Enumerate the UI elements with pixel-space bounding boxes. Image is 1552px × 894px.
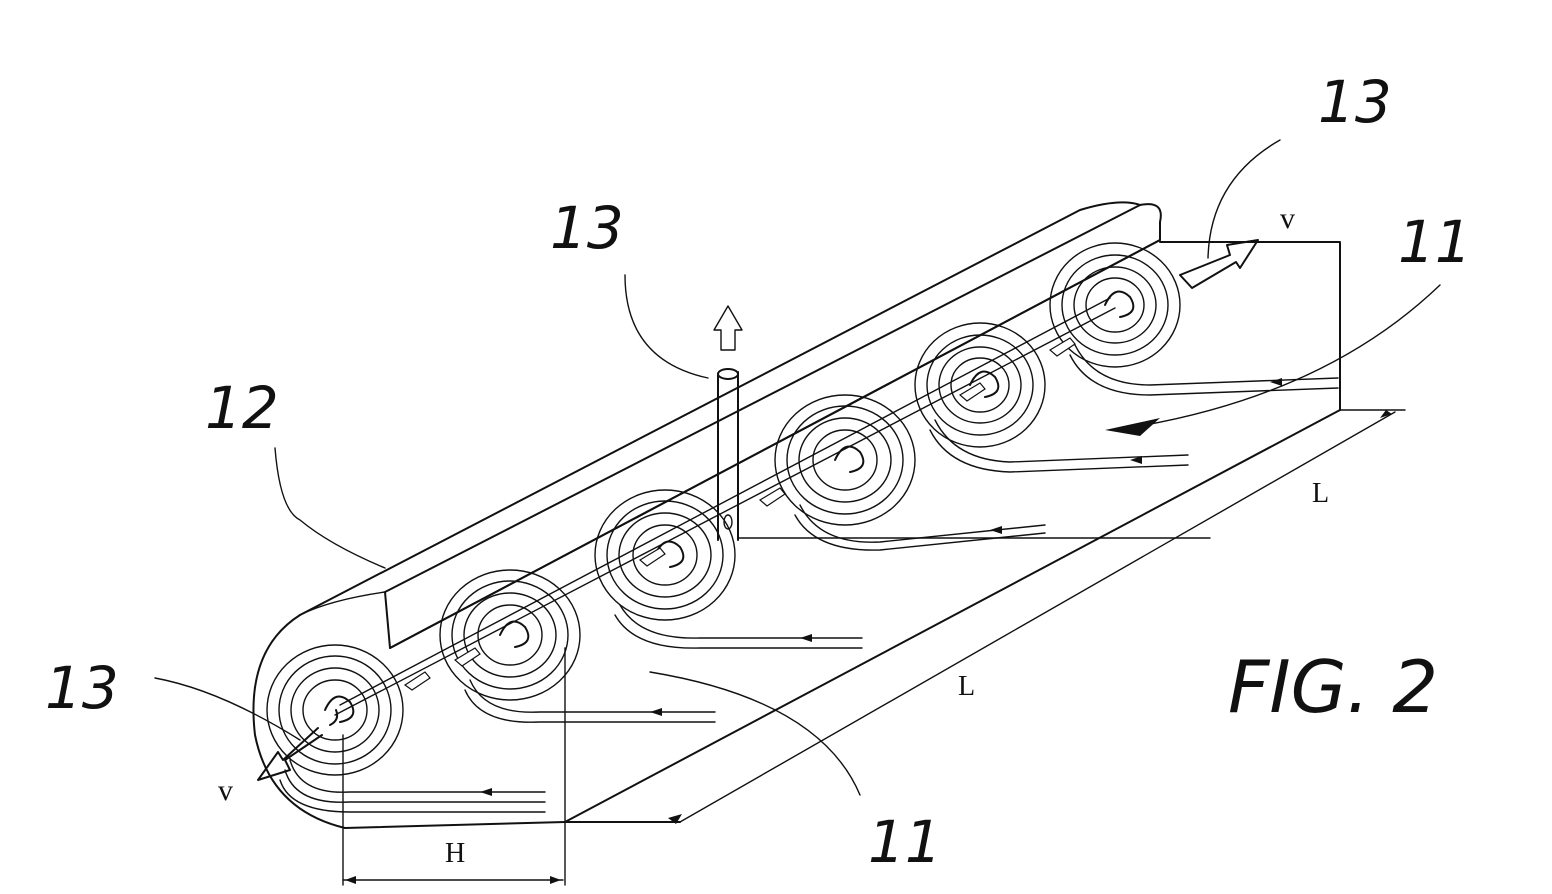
L-back: L: [1312, 478, 1329, 509]
figure-caption: FIG. 2: [1228, 645, 1438, 729]
streamlines: [280, 345, 1338, 812]
labels: 13 13 13 12 11 11 v v L L H FIG. 2: [45, 68, 1472, 876]
ref-13-top-right: 13: [1318, 68, 1392, 136]
v-right: v: [1280, 202, 1295, 235]
ref-12: 12: [205, 374, 279, 442]
ref-11-bottom: 11: [868, 808, 942, 876]
H-label: H: [445, 838, 465, 869]
outlet-pipe: [714, 306, 742, 540]
vortex-spirals: [267, 243, 1180, 775]
outflow-arrow-right: [1180, 240, 1258, 288]
v-left: v: [218, 774, 233, 807]
ref-13-left: 13: [45, 654, 119, 722]
ref-13-top-center: 13: [550, 194, 624, 262]
L-front: L: [958, 671, 975, 702]
outflow-arrow-left: [258, 710, 337, 780]
axial-flow: [335, 298, 1115, 715]
ref-11-right: 11: [1398, 208, 1472, 276]
